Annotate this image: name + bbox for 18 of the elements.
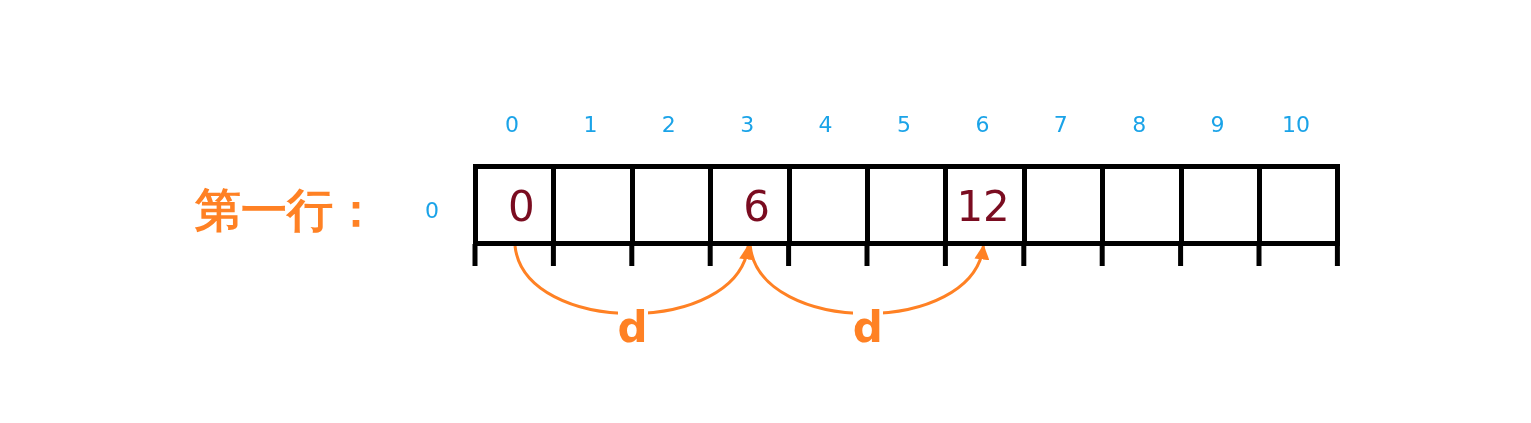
curved-arrow — [748, 244, 987, 315]
column-index: 5 — [897, 112, 911, 137]
column-index: 0 — [505, 112, 519, 137]
column-index: 2 — [661, 112, 676, 137]
column-index: 8 — [1132, 112, 1147, 137]
curved-arrow — [513, 244, 752, 315]
cell-value: 6 — [743, 183, 770, 231]
column-index: 9 — [1210, 112, 1225, 137]
cell-value: 0 — [508, 183, 535, 231]
cell-value: 12 — [956, 183, 1010, 231]
row-label: 第一行： — [195, 182, 379, 239]
column-index: 7 — [1053, 112, 1068, 137]
column-index: 10 — [1282, 112, 1310, 137]
column-index: 3 — [740, 112, 755, 137]
row-index: 0 — [425, 198, 439, 223]
column-index: 1 — [583, 112, 598, 137]
column-index: 6 — [975, 112, 990, 137]
column-index: 4 — [818, 112, 833, 137]
